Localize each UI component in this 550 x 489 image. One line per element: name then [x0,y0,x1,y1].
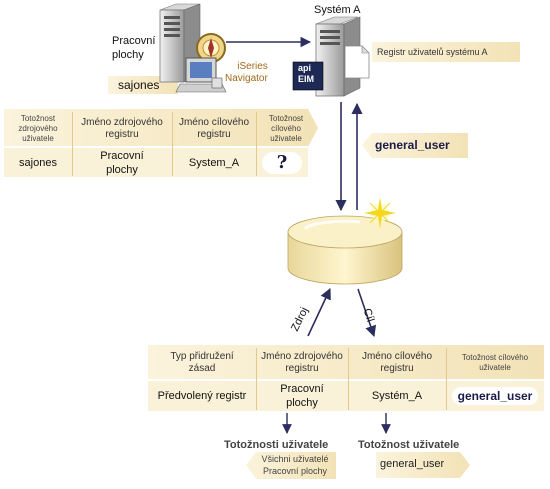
compass-icon [196,33,226,63]
general-user-badge: general_user [375,138,450,152]
general-user-badge-shape [362,133,468,158]
sparkle-icon [364,197,396,229]
system-a-title: Systém A [314,4,361,16]
api-eim-box [292,61,324,91]
top-table-cell-target-identity-unknown: ? [262,151,302,174]
top-table-cell-source-identity: sajones [19,156,57,169]
target-identity-panel [376,452,470,478]
api-eim-label: api EIM [298,63,315,84]
source-identity-panel [246,452,336,479]
top-table-header-source-registry: Jméno zdrojového registru [81,116,163,140]
target-identity-title: Totožnost uživatele [358,439,460,451]
target-identity-value: general_user [380,458,445,470]
policy-table-cell-association-type: Předvolený registr [157,390,247,402]
workstation-title: Pracovní plochy [112,35,156,61]
policy-table-cell-source-registry: Pracovní plochy [280,383,324,409]
policy-table-header-source-registry: Jméno zdrojového registru [261,351,343,374]
policy-table-cell-target-identity: general_user [451,387,539,405]
top-table-background [4,109,318,177]
eim-domain-database-icon [287,215,403,285]
policy-table-cell-target-registry: Systém_A [371,390,423,402]
registry-label-panel [372,42,520,62]
policy-table-header-target-identity: Totožnost cílového uživatele [461,353,529,372]
policy-table-header-target-registry: Jméno cílového registru [361,351,433,374]
registry-document-icon [344,45,370,79]
top-table-cell-target-registry: System_A [188,156,240,169]
workstation-user: sajones [118,78,160,92]
source-arrow [307,287,331,337]
registry-label: Registr uživatelů systému A [377,47,488,57]
navigator-label: iSeries Navigator [225,61,268,84]
top-table-header-source-identity: Totožnost zdrojového uživatele [18,113,58,143]
top-table-header-target-registry: Jméno cílového registru [178,116,250,140]
target-arrow [357,288,377,338]
policy-table-header-association-type: Typ přidružení zásad [170,351,234,374]
top-table-header-target-identity: Totožnost cílového uživatele [268,113,304,143]
monitor-icon [175,57,227,93]
source-identities-value: Všichni uživatelé Pracovní plochy [261,454,329,476]
top-table-cell-source-registry: Pracovní plochy [100,149,144,176]
source-identities-title: Totožnosti uživatele [224,439,329,451]
workstation-server-icon [159,3,201,83]
